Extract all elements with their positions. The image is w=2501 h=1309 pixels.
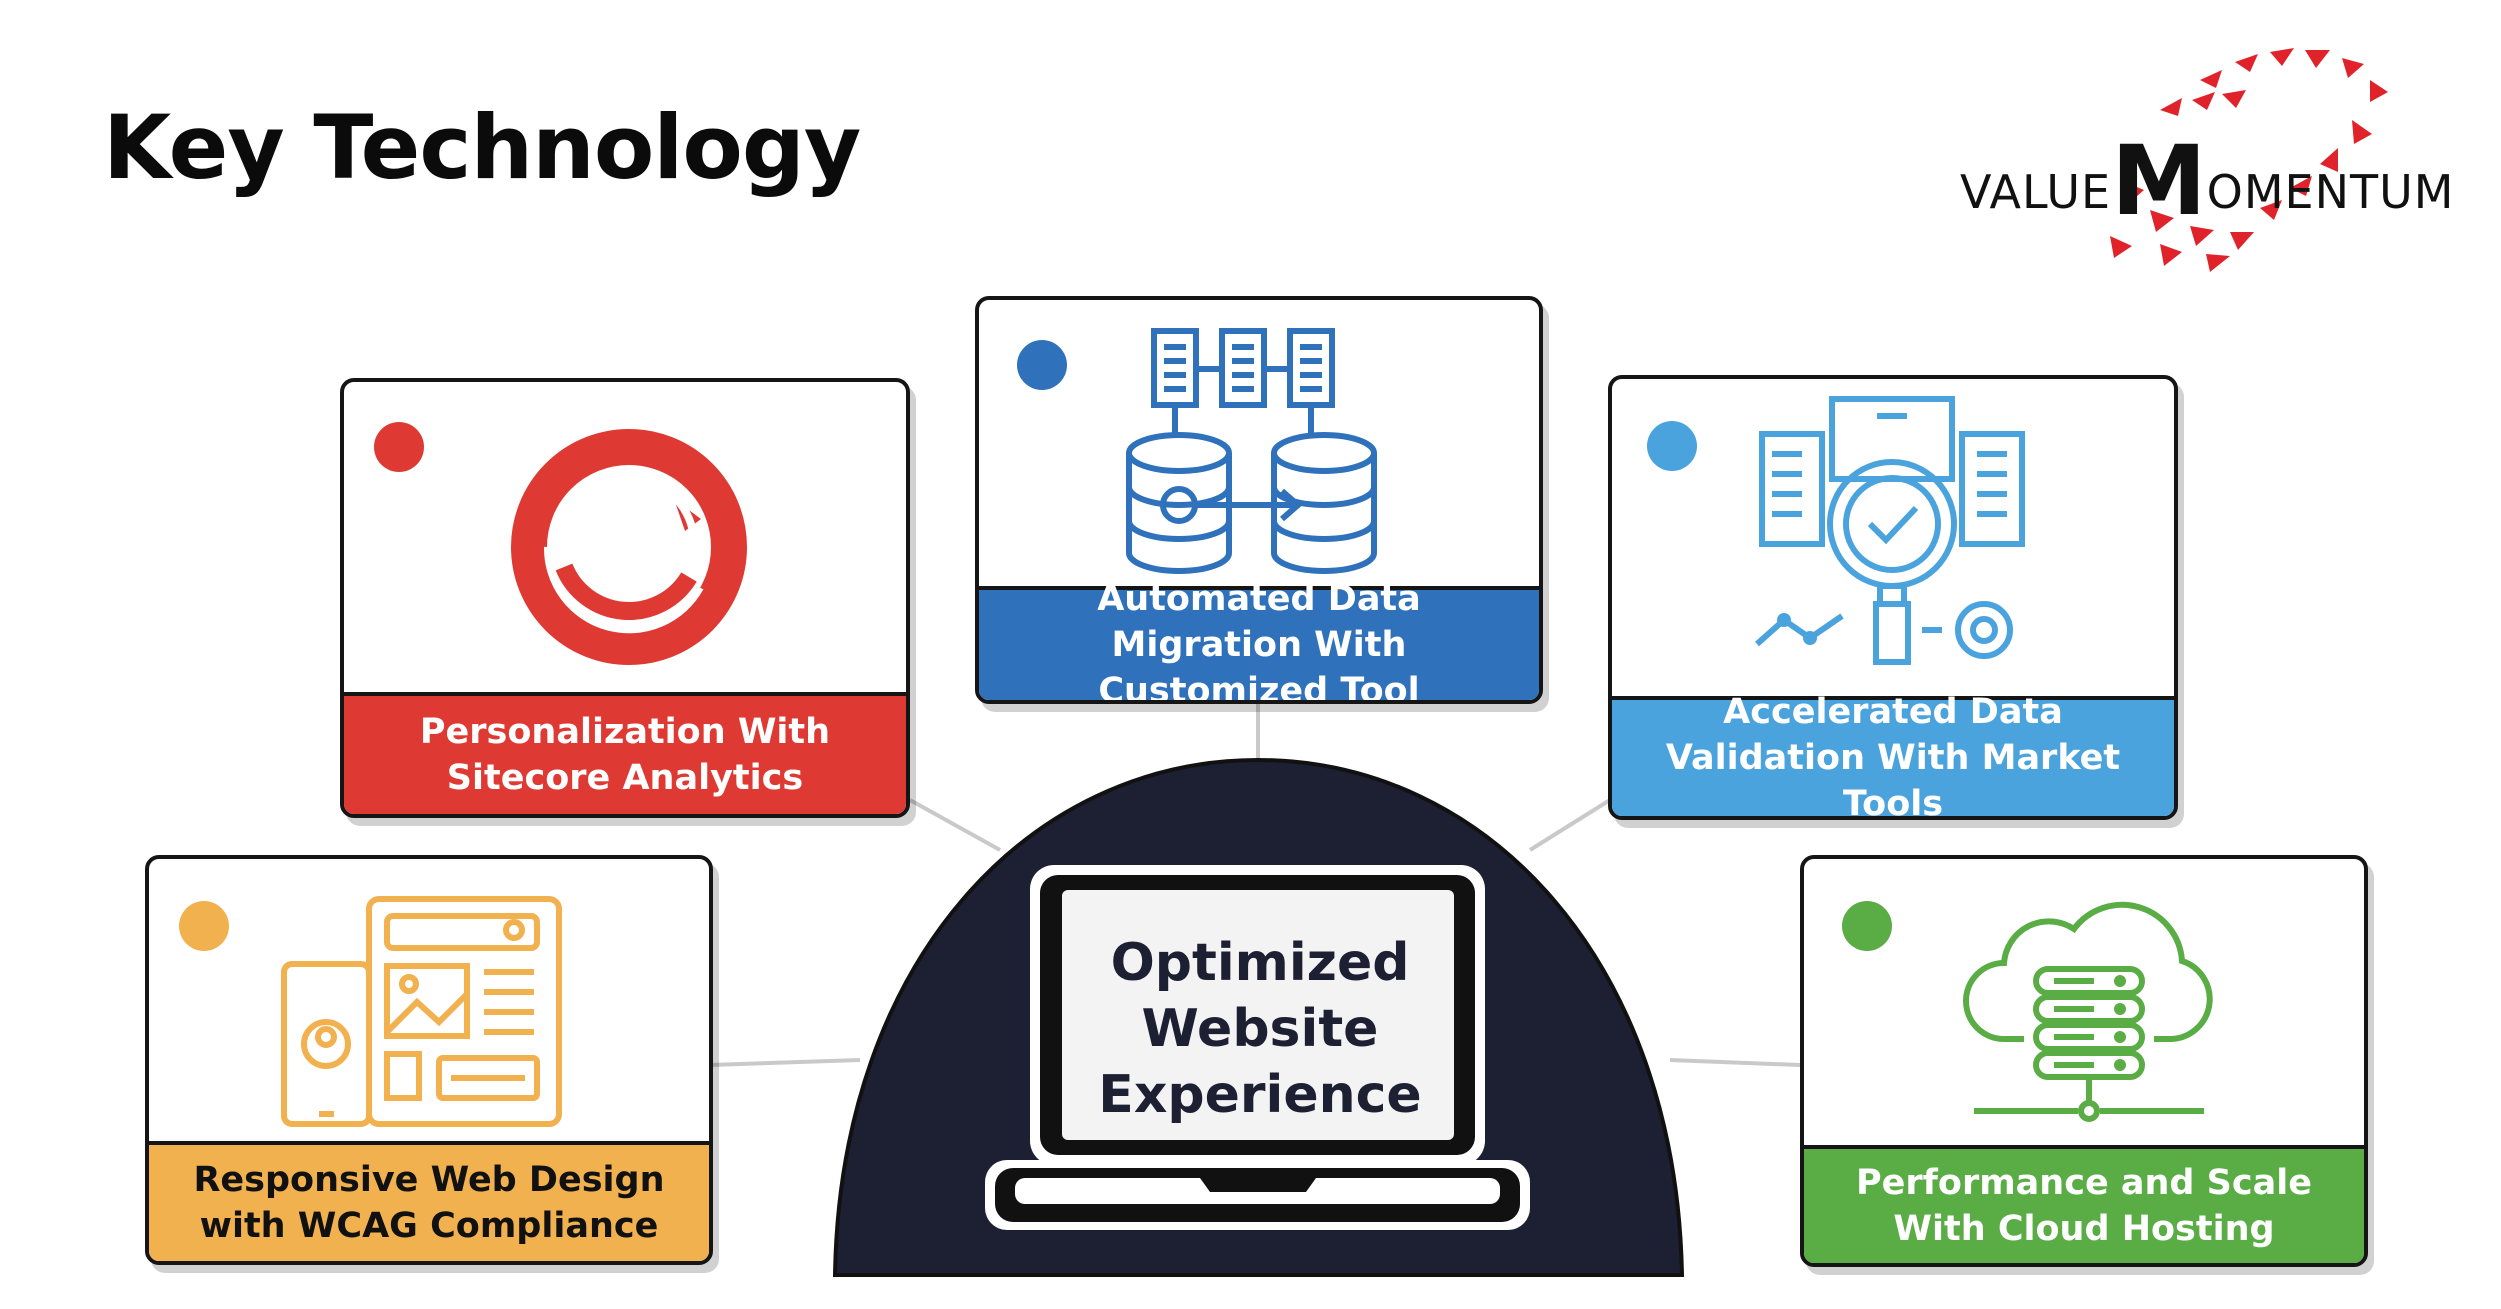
card-data-migration: Automated Data Migration With Customized…	[975, 296, 1543, 704]
center-label: Optimized Website Experience	[1060, 930, 1460, 1128]
cloud-hosting-icon	[1963, 901, 2213, 1122]
connector-validation	[1528, 798, 1612, 852]
card-label: Personalization With Sitecore Analytics	[344, 692, 906, 814]
logo-wordmark: VALUEMOMENTUM	[1960, 125, 2455, 237]
database-migration-icon	[1126, 328, 1377, 574]
connector-sitecore	[909, 798, 1001, 852]
orange-dot	[179, 901, 229, 951]
light-blue-dot	[1647, 421, 1697, 471]
card-responsive-design: Responsive Web Design with WCAG Complian…	[145, 855, 713, 1265]
center-label-line2: Website	[1141, 999, 1379, 1059]
valuemomentum-logo: VALUEMOMENTUM	[1960, 40, 2470, 280]
card-cloud-hosting: Performance and Scale With Cloud Hosting	[1800, 855, 2368, 1267]
blue-dot	[1017, 340, 1067, 390]
card-sitecore-personalization: Personalization With Sitecore Analytics	[340, 378, 910, 818]
connector-cloud	[1669, 1058, 1801, 1067]
data-validation-icon	[1755, 396, 2025, 665]
sitecore-logo-icon	[511, 429, 747, 665]
page-title: Key Technology	[103, 96, 861, 199]
center-label-line1: Optimized	[1110, 933, 1410, 993]
card-label: Performance and Scale With Cloud Hosting	[1804, 1145, 2364, 1263]
green-dot	[1842, 901, 1892, 951]
card-label: Responsive Web Design with WCAG Complian…	[149, 1141, 709, 1261]
logo-arrows-graphic	[2110, 48, 2388, 272]
card-data-validation: Accelerated Data Validation With Market …	[1608, 375, 2178, 820]
responsive-design-icon	[281, 896, 562, 1127]
connector-responsive	[709, 1058, 861, 1067]
laptop-icon	[985, 865, 1530, 1230]
card-label: Automated Data Migration With Customized…	[979, 579, 1539, 700]
center-label-line3: Experience	[1098, 1065, 1422, 1125]
card-label: Accelerated Data Validation With Market …	[1612, 692, 2174, 816]
red-dot	[374, 422, 424, 472]
